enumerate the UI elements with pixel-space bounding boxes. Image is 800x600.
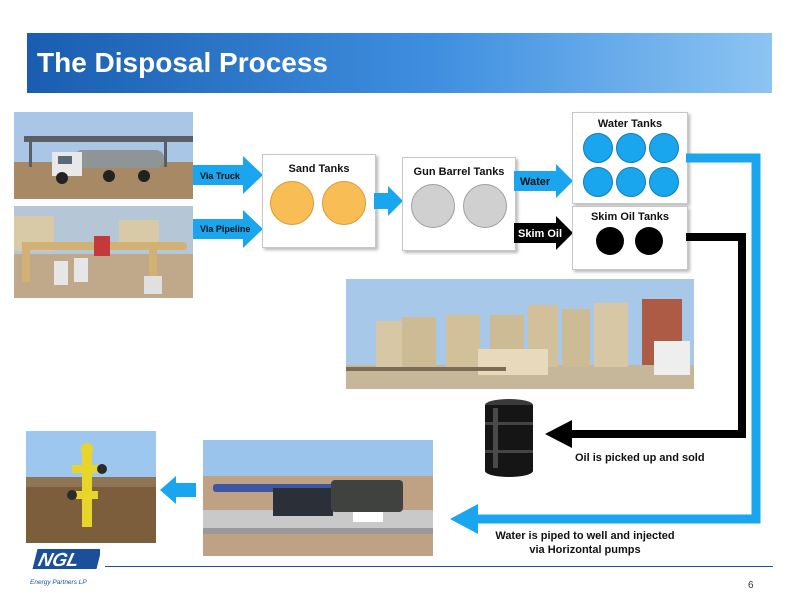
sand-tank — [322, 181, 366, 225]
skim-oil-arrow — [514, 216, 573, 250]
gun-barrel-tanks-label: Gun Barrel Tanks — [413, 166, 505, 178]
via-pipeline-label: Via Pipeline — [200, 224, 251, 234]
water-tank — [583, 133, 613, 163]
water-caption-line-2: via Horizontal pumps — [529, 544, 641, 556]
tank-battery-photo — [346, 279, 694, 389]
water-tanks-box: Water Tanks — [572, 112, 688, 204]
gun-barrel-tank — [411, 184, 455, 228]
water-tank — [616, 133, 646, 163]
oil-barrel-image — [485, 399, 533, 477]
via-truck-label: Via Truck — [200, 171, 240, 181]
oil-flow-arrowhead — [545, 420, 572, 448]
via-truck-arrow — [193, 156, 263, 194]
water-label: Water — [520, 176, 551, 188]
sand-tank — [270, 181, 314, 225]
to-well-arrowhead — [160, 476, 196, 504]
water-tank — [649, 133, 679, 163]
gun-barrel-tank — [463, 184, 507, 228]
water-tank — [649, 167, 679, 197]
wellhead-photo — [26, 431, 156, 543]
gun-barrel-tanks-box: Gun Barrel Tanks — [402, 157, 516, 251]
logo-tagline: Energy Partners LP — [30, 579, 87, 586]
svg-text:NGL: NGL — [36, 550, 81, 571]
water-caption-line-1: Water is piped to well and injected — [495, 530, 675, 542]
water-arrow — [514, 164, 573, 198]
sand-tanks-label: Sand Tanks — [288, 163, 350, 175]
truck-photo — [14, 112, 193, 199]
pipeline-photo — [14, 206, 193, 298]
oil-caption: Oil is picked up and sold — [575, 452, 705, 464]
footer-rule — [105, 566, 773, 567]
skim-oil-tanks-box: Skim Oil Tanks — [572, 206, 688, 270]
slide-title: The Disposal Process — [37, 47, 329, 78]
skim-oil-tank — [635, 227, 663, 255]
water-tank — [583, 167, 613, 197]
horizontal-pumps-photo — [203, 440, 433, 556]
skim-oil-label: Skim Oil — [518, 228, 563, 240]
oil-flow-line — [570, 233, 746, 438]
sand-tanks-box: Sand Tanks — [262, 154, 376, 248]
sand-to-gun-barrel-arrow — [374, 186, 403, 216]
ngl-logo: NGL Energy Partners LP — [30, 547, 102, 586]
water-flow-arrowhead — [450, 504, 478, 534]
skim-oil-tank — [596, 227, 624, 255]
title-bar: The Disposal Process — [27, 33, 772, 93]
water-tanks-label: Water Tanks — [597, 118, 663, 130]
via-pipeline-arrow — [193, 210, 263, 248]
ngl-logo-mark: NGL — [32, 549, 102, 571]
water-tank — [616, 167, 646, 197]
water-flow-line — [478, 153, 761, 524]
page-number: 6 — [748, 580, 754, 591]
skim-oil-tanks-label: Skim Oil Tanks — [590, 211, 670, 223]
